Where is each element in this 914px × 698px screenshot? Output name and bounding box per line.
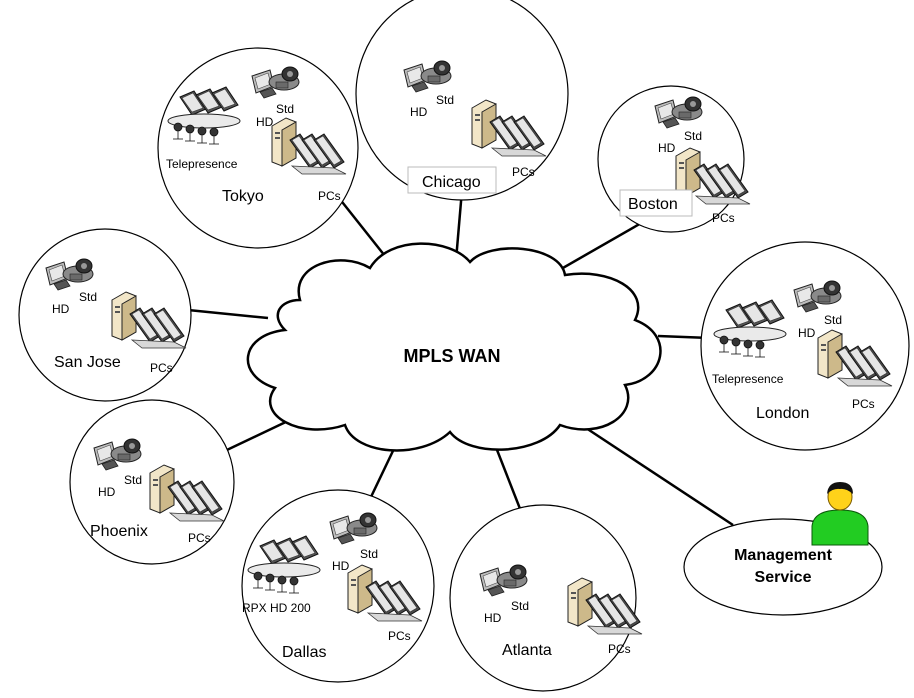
pcs-label: PCs	[608, 642, 631, 656]
site-phoenix: Std HD PCs Phoenix	[69, 399, 235, 565]
std-label: Std	[824, 313, 842, 327]
std-label: Std	[360, 547, 378, 561]
site-atlanta: Std HD PCs Atlanta	[449, 504, 643, 692]
site-name-boston: Boston	[628, 196, 678, 213]
std-label: Std	[511, 599, 529, 613]
hd-label: HD	[332, 559, 350, 573]
site-name-dallas: Dallas	[282, 644, 326, 661]
site-name-phoenix: Phoenix	[90, 523, 148, 540]
management-service: Management Service	[683, 482, 883, 616]
hd-label: HD	[658, 141, 676, 155]
site-tokyo: Std HD Telepresence PCs Tokyo	[157, 47, 359, 249]
site-london: Std HD Telepresence PCs London	[700, 241, 910, 451]
std-label: Std	[124, 473, 142, 487]
mpls-cloud: MPLS WAN	[246, 242, 662, 452]
site-name-atlanta: Atlanta	[502, 642, 552, 659]
pcs-label: PCs	[388, 629, 411, 643]
cloud-label: MPLS WAN	[404, 346, 501, 366]
rpx-label: RPX HD 200	[242, 601, 311, 615]
management-label-line2: Service	[755, 569, 812, 586]
cloud-icon	[246, 242, 662, 452]
std-label: Std	[276, 102, 294, 116]
management-label-line1: Management	[734, 547, 832, 564]
hd-label: HD	[98, 485, 116, 499]
pcs-label: PCs	[852, 397, 875, 411]
site-dallas-boundary	[241, 489, 435, 683]
site-london-boundary	[700, 241, 910, 451]
std-label: Std	[79, 290, 97, 304]
site-name-london: London	[756, 405, 809, 422]
telepresence-label: Telepresence	[166, 157, 238, 171]
std-label: Std	[436, 93, 454, 107]
site-name-tokyo: Tokyo	[222, 188, 264, 205]
pcs-label: PCs	[150, 361, 173, 375]
pcs-label: PCs	[512, 165, 535, 179]
std-label: Std	[684, 129, 702, 143]
hd-label: HD	[484, 611, 502, 625]
user-icon	[811, 482, 869, 546]
site-dallas: Std HD RPX HD 200 PCs Dallas	[241, 489, 435, 683]
site-name-chicago: Chicago	[422, 174, 481, 191]
link-sanjose	[187, 308, 269, 320]
site-name-sanjose: San Jose	[54, 354, 121, 371]
telepresence-label: Telepresence	[712, 372, 784, 386]
site-atlanta-boundary	[449, 504, 637, 692]
pcs-label: PCs	[712, 211, 735, 225]
pcs-label: PCs	[318, 189, 341, 203]
link-management	[585, 426, 734, 527]
hd-label: HD	[256, 115, 274, 129]
site-chicago: Std HD PCs Chicago	[355, 0, 569, 201]
site-boston: Std HD PCs Boston	[597, 85, 751, 233]
site-name-box	[407, 166, 497, 194]
site-sanjose: Std HD PCs San Jose	[18, 228, 192, 402]
pcs-label: PCs	[188, 531, 211, 545]
hd-label: HD	[798, 326, 816, 340]
hd-label: HD	[410, 105, 428, 119]
hd-label: HD	[52, 302, 70, 316]
site-name-box	[619, 189, 693, 217]
